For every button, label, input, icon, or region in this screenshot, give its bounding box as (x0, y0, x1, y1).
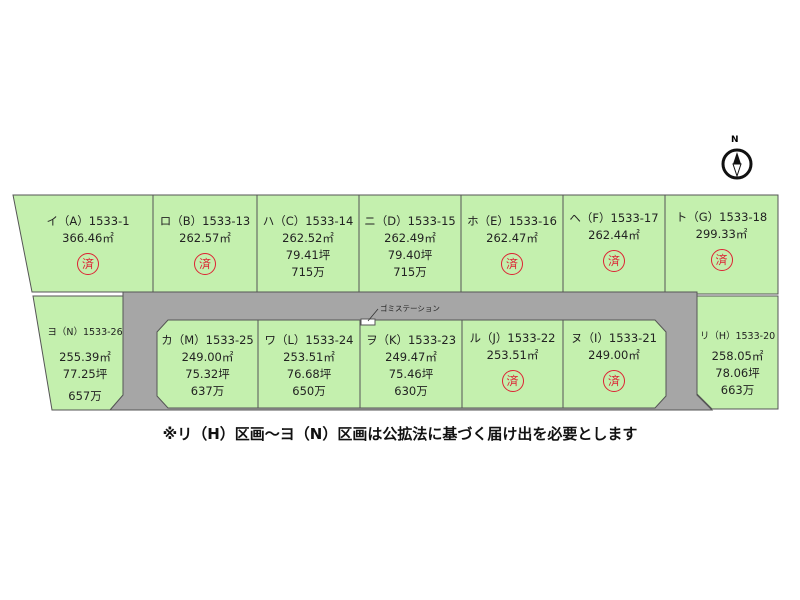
garbage-station-box (360, 318, 376, 326)
plot-info-i: イ（A）1533-1 366.46㎡ 済 (33, 213, 143, 275)
plot-label: ヘ（F）1533-17 (569, 211, 659, 225)
plot-info-ha: ハ（C）1533-14 262.52㎡ 79.41坪 715万 (257, 213, 359, 281)
plot-label: ニ（D）1533-15 (364, 214, 456, 228)
sold-badge: 済 (77, 253, 99, 275)
sold-badge: 済 (194, 253, 216, 275)
plot-info-he: ヘ（F）1533-17 262.44㎡ 済 (563, 210, 665, 272)
plot-price: 650万 (292, 384, 326, 398)
plot-yo (32, 295, 124, 411)
sold-badge: 済 (603, 370, 625, 392)
plot-ha (256, 194, 360, 293)
plot-label: ヲ（K）1533-23 (365, 333, 457, 347)
plot-label: ト（G）1533-18 (675, 210, 768, 224)
plot-price: 637万 (190, 384, 225, 398)
plot-info-nu: ヌ（I）1533-21 249.00㎡ 済 (563, 330, 665, 392)
plot-wo (359, 319, 463, 409)
plot-label: カ（M）1533-25 (161, 333, 254, 347)
plot-label: ヨ（N）1533-26 (47, 327, 123, 338)
sold-badge: 済 (603, 250, 625, 272)
plot-wa (257, 319, 361, 409)
plot-info-ru: ル（J）1533-22 253.51㎡ 済 (462, 330, 563, 392)
plot-area: 249.00㎡ (181, 350, 234, 364)
plot-area: 253.51㎡ (486, 348, 539, 362)
plot-label: ワ（L）1533-24 (264, 333, 354, 347)
plot-label: リ（H）1533-20 (699, 331, 776, 342)
plot-label: イ（A）1533-1 (46, 214, 130, 228)
compass-icon (721, 148, 753, 180)
plot-area: 262.57㎡ (179, 231, 231, 245)
plot-price: 715万 (291, 265, 325, 279)
plot-info-ho: ホ（E）1533-16 262.47㎡ 済 (461, 213, 563, 275)
plot-info-ro: ロ（B）1533-13 262.57㎡ 済 (153, 213, 257, 275)
plot-area: 262.52㎡ (282, 231, 334, 245)
plot-tsubo: 75.46坪 (388, 367, 434, 381)
plot-area: 249.47㎡ (385, 350, 437, 364)
plot-area: 249.00㎡ (588, 348, 640, 362)
sold-badge: 済 (501, 253, 523, 275)
plot-tsubo: 79.41坪 (285, 248, 331, 262)
plot-info-ri: リ（H）1533-20 258.05㎡ 78.06坪 663万 (697, 328, 778, 399)
notice-text: ※リ（H）区画～ヨ（N）区画は公拡法に基づく届け出を必要とします (162, 425, 638, 443)
sold-badge: 済 (501, 370, 524, 392)
plot-area: 258.05㎡ (711, 349, 764, 363)
plot-ri (696, 295, 779, 410)
plot-tsubo: 77.25坪 (62, 367, 108, 381)
plot-tsubo: 76.68坪 (286, 367, 332, 381)
plot-label: ホ（E）1533-16 (467, 214, 557, 228)
plot-info-ka: カ（M）1533-25 249.00㎡ 75.32坪 637万 (157, 332, 258, 400)
plot-area: 253.51㎡ (283, 350, 335, 364)
plot-area: 299.33㎡ (695, 227, 748, 241)
plot-area: 262.44㎡ (588, 228, 640, 242)
plot-nu (562, 319, 667, 409)
plot-info-wo: ヲ（K）1533-23 249.47㎡ 75.46坪 630万 (360, 332, 462, 400)
plot-label: ル（J）1533-22 (469, 331, 556, 345)
compass-north-label: N (731, 135, 739, 145)
plot-tsubo: 75.32坪 (185, 367, 230, 381)
plot-label: ハ（C）1533-14 (262, 214, 354, 228)
plot-ro (152, 194, 258, 293)
plot-ru (461, 319, 564, 409)
plot-price: 657万 (68, 389, 102, 403)
garbage-station-label: ゴミステーション (380, 304, 440, 313)
plot-info-yo: ヨ（N）1533-26 255.39㎡ 77.25坪 657万 (40, 324, 130, 405)
plot-info-to: ト（G）1533-18 299.33㎡ 済 (665, 209, 778, 271)
plot-info-ni: ニ（D）1533-15 262.49㎡ 79.40坪 715万 (359, 213, 461, 281)
plot-label: ロ（B）1533-13 (159, 214, 251, 228)
plot-area: 262.47㎡ (486, 231, 538, 245)
plot-price: 630万 (394, 384, 428, 398)
plot-to (664, 194, 779, 295)
plot-tsubo: 78.06坪 (715, 366, 760, 380)
plot-area: 366.46㎡ (62, 231, 114, 245)
plot-tsubo: 79.40坪 (387, 248, 433, 262)
plot-area: 262.49㎡ (384, 231, 436, 245)
plot-price: 715万 (393, 265, 427, 279)
sold-badge: 済 (710, 249, 733, 271)
plot-label: ヌ（I）1533-21 (571, 331, 657, 345)
plot-price: 663万 (720, 383, 755, 397)
plot-area: 255.39㎡ (59, 350, 111, 364)
plot-info-wa: ワ（L）1533-24 253.51㎡ 76.68坪 650万 (258, 332, 360, 400)
plot-he (562, 194, 666, 293)
